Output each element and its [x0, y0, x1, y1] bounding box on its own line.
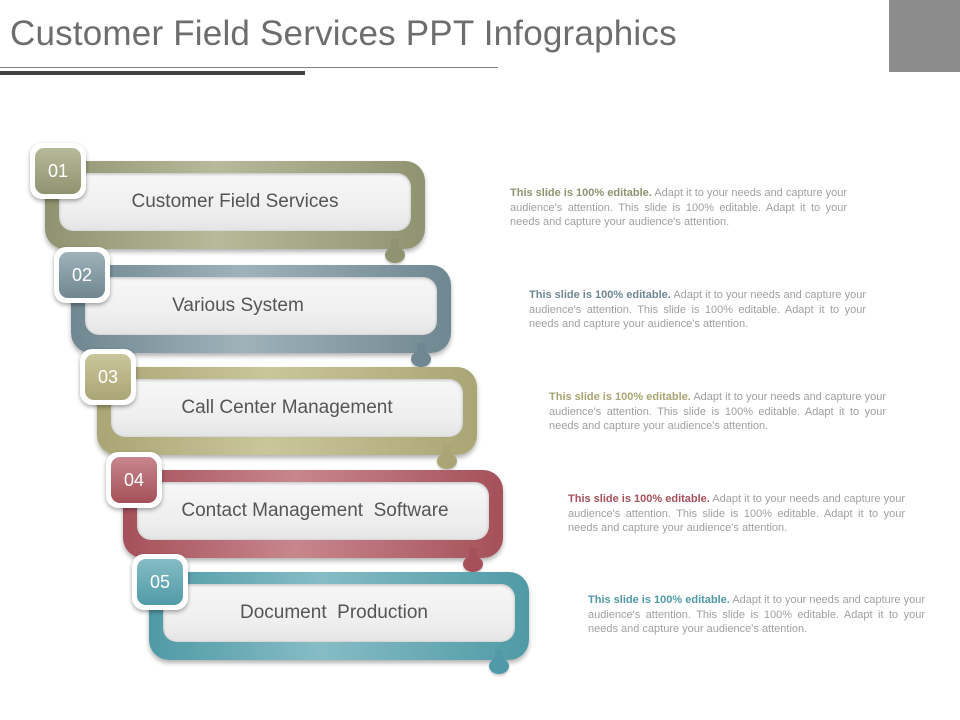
description-body: Adapt it to your needs and capture your … [549, 391, 887, 432]
description-body: Adapt it to your needs and capture your … [568, 493, 906, 534]
connector-dot [489, 658, 509, 674]
step-inner-panel [111, 379, 463, 437]
step-02: Various System 02 [54, 247, 451, 377]
connector-dot [463, 556, 483, 572]
step-label: Contact Management Software [181, 500, 449, 521]
step-connector [381, 239, 409, 263]
step-number: 02 [59, 252, 105, 298]
description-lead: This slide is 100% editable. [529, 289, 671, 301]
description-body: Adapt it to your needs and capture your … [529, 289, 867, 330]
step-number: 03 [85, 354, 131, 400]
step-02-description: This slide is 100% editable. Adapt it to… [529, 288, 866, 332]
step-inner-panel [163, 584, 515, 642]
connector-stem [443, 445, 451, 459]
step-label: Call Center Management [181, 397, 393, 418]
step-03-description: This slide is 100% editable. Adapt it to… [549, 390, 886, 434]
slide-title: Customer Field Services PPT Infographics [10, 14, 677, 53]
step-01: Customer Field Services 01 [30, 143, 425, 273]
step-04-description: This slide is 100% editable. Adapt it to… [568, 492, 905, 536]
step-number-badge: 01 [30, 143, 86, 199]
step-number: 01 [35, 148, 81, 194]
step-connector [485, 650, 513, 674]
step-number: 04 [111, 457, 157, 503]
connector-dot [411, 351, 431, 367]
description-lead: This slide is 100% editable. [549, 391, 691, 403]
title-underline-thin [0, 67, 498, 68]
step-number-badge: 05 [132, 554, 188, 610]
connector-dot [437, 453, 457, 469]
step-number-badge: 02 [54, 247, 110, 303]
step-number-badge: 03 [80, 349, 136, 405]
step-connector [407, 343, 435, 367]
corner-decoration [889, 0, 960, 72]
step-number: 05 [137, 559, 183, 605]
step-04: Contact Management Software 04 [106, 452, 503, 582]
step-03: Call Center Management 03 [80, 349, 477, 479]
step-connector [459, 548, 487, 572]
connector-stem [417, 343, 425, 357]
title-underline-thick [0, 71, 305, 75]
step-inner-panel [59, 173, 411, 231]
connector-stem [391, 239, 399, 253]
description-lead: This slide is 100% editable. [510, 187, 652, 199]
description-lead: This slide is 100% editable. [588, 594, 730, 606]
step-label: Document Production [240, 602, 428, 623]
description-body: Adapt it to your needs and capture your … [588, 594, 926, 635]
step-inner-panel [137, 482, 489, 540]
connector-dot [385, 247, 405, 263]
connector-stem [469, 548, 477, 562]
step-01-description: This slide is 100% editable. Adapt it to… [510, 186, 847, 230]
step-label: Customer Field Services [131, 191, 339, 212]
step-05: Document Production 05 [132, 554, 529, 684]
step-label: Various System [172, 295, 304, 316]
step-connector [433, 445, 461, 469]
description-lead: This slide is 100% editable. [568, 493, 710, 505]
step-number-badge: 04 [106, 452, 162, 508]
step-inner-panel [85, 277, 437, 335]
description-body: Adapt it to your needs and capture your … [510, 187, 848, 228]
step-05-description: This slide is 100% editable. Adapt it to… [588, 593, 925, 637]
connector-stem [495, 650, 503, 664]
